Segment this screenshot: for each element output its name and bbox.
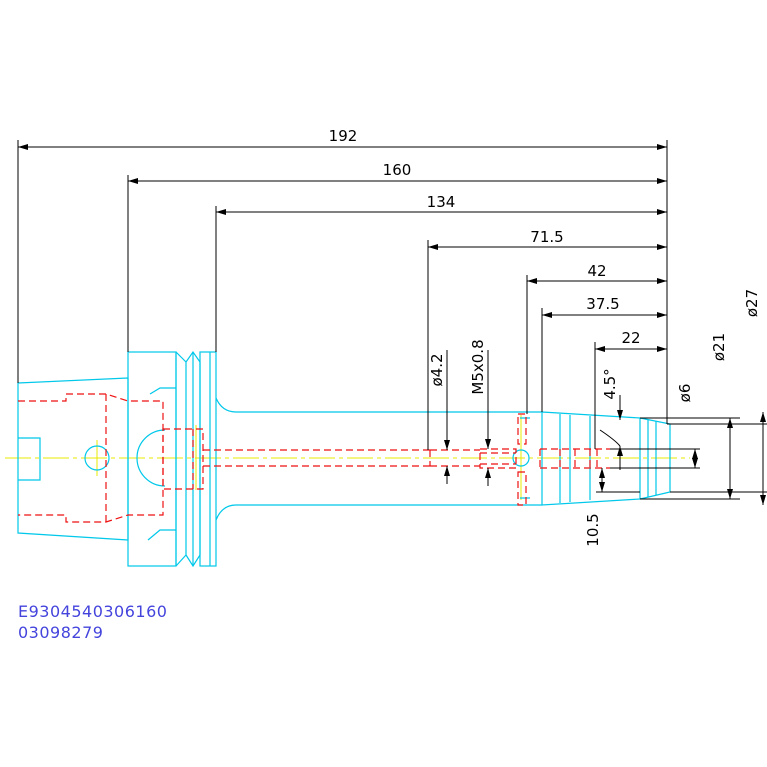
dim-160: 160: [383, 161, 412, 179]
dim-thread-m5: M5x0.8: [469, 339, 487, 394]
dim-134: 134: [427, 193, 456, 211]
part-code-line-2: 03098279: [18, 623, 104, 642]
dim-42: 42: [587, 262, 606, 280]
part-code-line-1: E9304540306160: [18, 602, 168, 621]
hidden-lines: [18, 393, 610, 523]
dim-angle: 4.5°: [601, 368, 619, 399]
dim-dia-27: ø27: [743, 289, 761, 317]
dim-37-5: 37.5: [586, 295, 619, 313]
dim-192: 192: [329, 127, 358, 145]
dim-10-5: 10.5: [584, 513, 602, 546]
dim-71-5: 71.5: [530, 228, 563, 246]
dim-dia-21: ø21: [710, 333, 728, 361]
holder-outline: [17, 350, 671, 568]
dimension-lines: [17, 140, 767, 505]
dim-22: 22: [621, 329, 640, 347]
dim-dia-6: ø6: [676, 384, 694, 403]
dim-dia-4-2: ø4.2: [428, 353, 446, 386]
centerline: [5, 415, 690, 500]
